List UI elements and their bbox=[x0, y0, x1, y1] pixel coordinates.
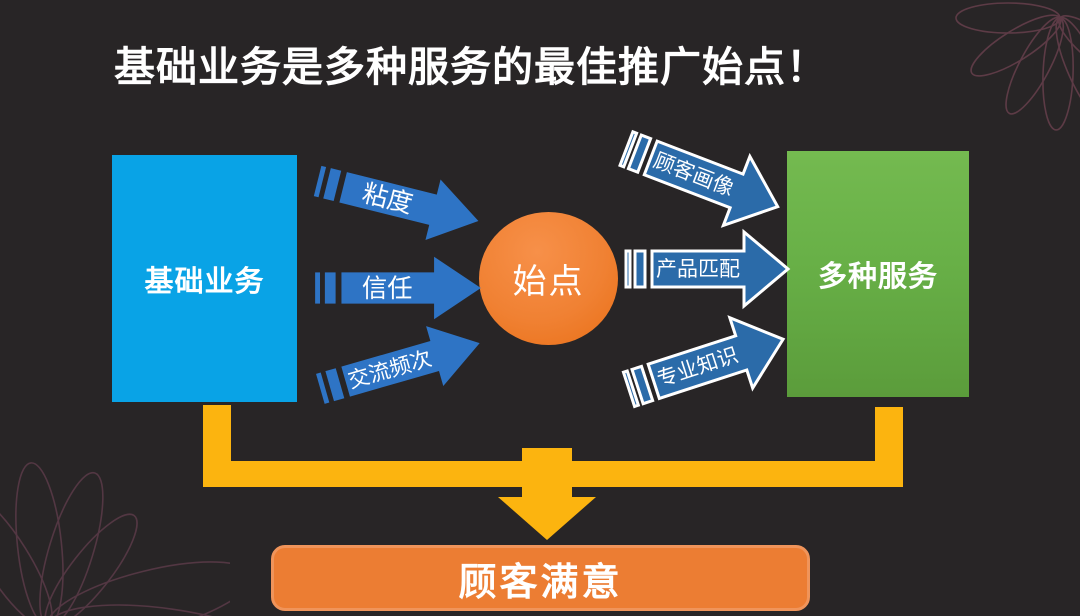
striped-right-arrow-icon: 粘度 bbox=[313, 165, 479, 241]
arrow-professional-knowledge: 专业知识 bbox=[614, 297, 800, 431]
striped-right-arrow-icon: 信任 bbox=[315, 256, 481, 320]
start-point-label: 始点 bbox=[512, 263, 585, 301]
arrow-trust-label: 信任 bbox=[362, 275, 413, 303]
base-business-label: 基础业务 bbox=[144, 265, 265, 298]
flower-decoration-top-right-icon bbox=[955, 2, 1080, 131]
base-business-box: 基础业务 bbox=[112, 155, 297, 402]
arrow-communication-frequency: 交流频次 bbox=[307, 305, 494, 427]
multiple-services-box: 多种服务 bbox=[787, 151, 969, 397]
arrow-stickiness: 粘度 bbox=[305, 142, 491, 259]
flower-decoration-bottom-left-icon bbox=[0, 462, 230, 616]
arrow-customer-profile: 顾客画像 bbox=[609, 108, 797, 248]
customer-satisfaction-label: 顾客满意 bbox=[458, 561, 623, 604]
customer-satisfaction-box: 顾客满意 bbox=[271, 545, 810, 611]
arrow-product-matching: 产品匹配 bbox=[624, 226, 792, 312]
connector-down-arrow-stem bbox=[522, 448, 572, 497]
striped-right-arrow-icon: 顾客画像 bbox=[618, 129, 780, 228]
arrow-trust: 信任 bbox=[312, 249, 484, 327]
start-point-circle: 始点 bbox=[479, 212, 618, 345]
arrow-stickiness-label: 粘度 bbox=[359, 179, 415, 218]
arrow-product-matching-label: 产品匹配 bbox=[656, 258, 740, 281]
striped-right-arrow-icon: 交流频次 bbox=[316, 326, 480, 404]
striped-right-arrow-icon: 产品匹配 bbox=[624, 228, 791, 310]
striped-right-arrow-icon: 专业知识 bbox=[621, 315, 786, 409]
slide-title: 基础业务是多种服务的最佳推广始点！ bbox=[114, 44, 828, 90]
multiple-services-label: 多种服务 bbox=[817, 261, 938, 293]
connector-down-arrow-head bbox=[498, 497, 596, 540]
